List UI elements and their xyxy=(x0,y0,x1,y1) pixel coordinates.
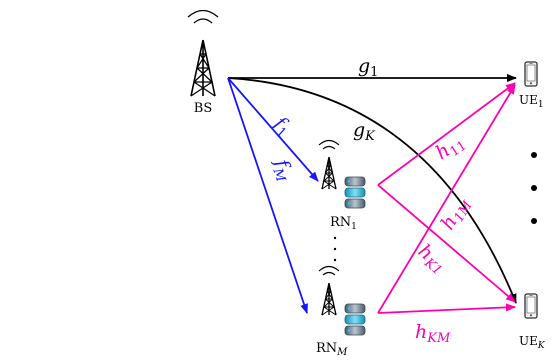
user-equipment-k: UEK xyxy=(519,293,546,351)
relay-node-m: RNM xyxy=(316,265,366,358)
rnm-label: RNM xyxy=(316,341,348,358)
link-hkm xyxy=(377,303,516,314)
ue-ellipsis xyxy=(531,152,537,224)
label-h11: h11 xyxy=(432,130,470,167)
link-h1m xyxy=(377,84,516,314)
label-hkm: hKM xyxy=(415,321,451,346)
label-gk: gK xyxy=(353,119,376,144)
base-station: BS xyxy=(187,9,219,116)
bs-signal-wave-outer xyxy=(187,9,219,18)
rnm-signal-wave-outer xyxy=(318,265,340,272)
antenna-tower-icon xyxy=(321,156,337,190)
rn1-signal-wave-inner xyxy=(322,145,336,150)
relay-node-1: RN1 xyxy=(318,139,366,232)
bs-label: BS xyxy=(194,101,212,116)
link-gk xyxy=(227,77,517,304)
smartphone-icon xyxy=(524,293,538,319)
link-h11 xyxy=(377,82,516,186)
label-fm: fM xyxy=(267,155,298,185)
bs-signal-wave-inner xyxy=(193,18,213,24)
rn1-signal-wave-outer xyxy=(318,139,340,146)
link-fm xyxy=(227,77,308,314)
rn1-label: RN1 xyxy=(330,215,357,232)
uek-label: UEK xyxy=(519,334,546,351)
relay-ellipsis xyxy=(333,236,337,262)
rnm-signal-wave-inner xyxy=(322,271,336,276)
server-database-icon xyxy=(344,303,366,336)
smartphone-icon xyxy=(524,61,538,87)
antenna-tower-icon xyxy=(321,282,337,316)
link-hk1 xyxy=(377,184,516,303)
user-equipment-1: UE1 xyxy=(519,61,544,110)
link-f1 xyxy=(227,77,319,182)
ue1-label: UE1 xyxy=(519,93,544,110)
label-h1m: h1M xyxy=(437,193,476,236)
antenna-tower-icon xyxy=(190,39,216,97)
server-database-icon xyxy=(344,176,366,209)
label-g1: g1 xyxy=(358,55,378,80)
